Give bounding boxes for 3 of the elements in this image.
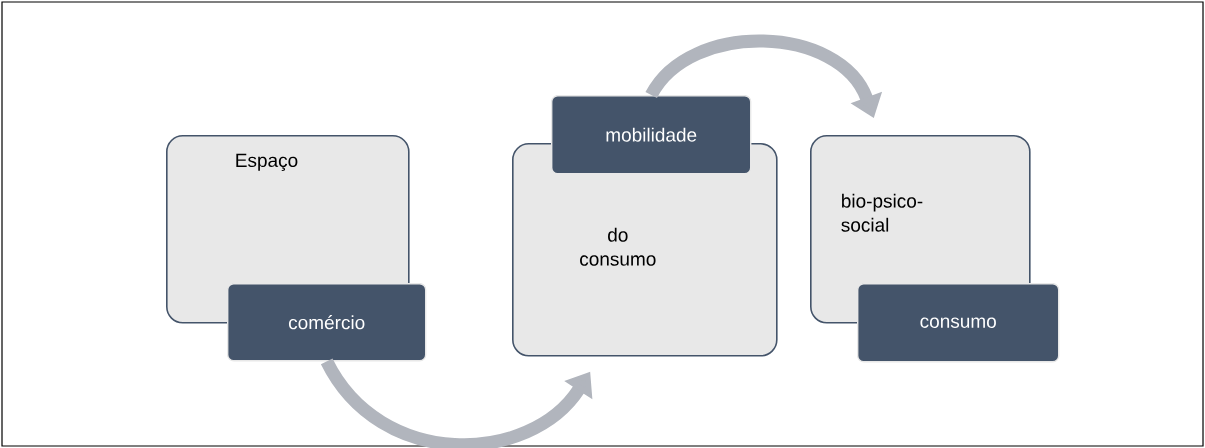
label-tab: comércio	[227, 283, 427, 362]
label-tab: consumo	[857, 283, 1060, 363]
label-tab: mobilidade	[551, 95, 752, 175]
